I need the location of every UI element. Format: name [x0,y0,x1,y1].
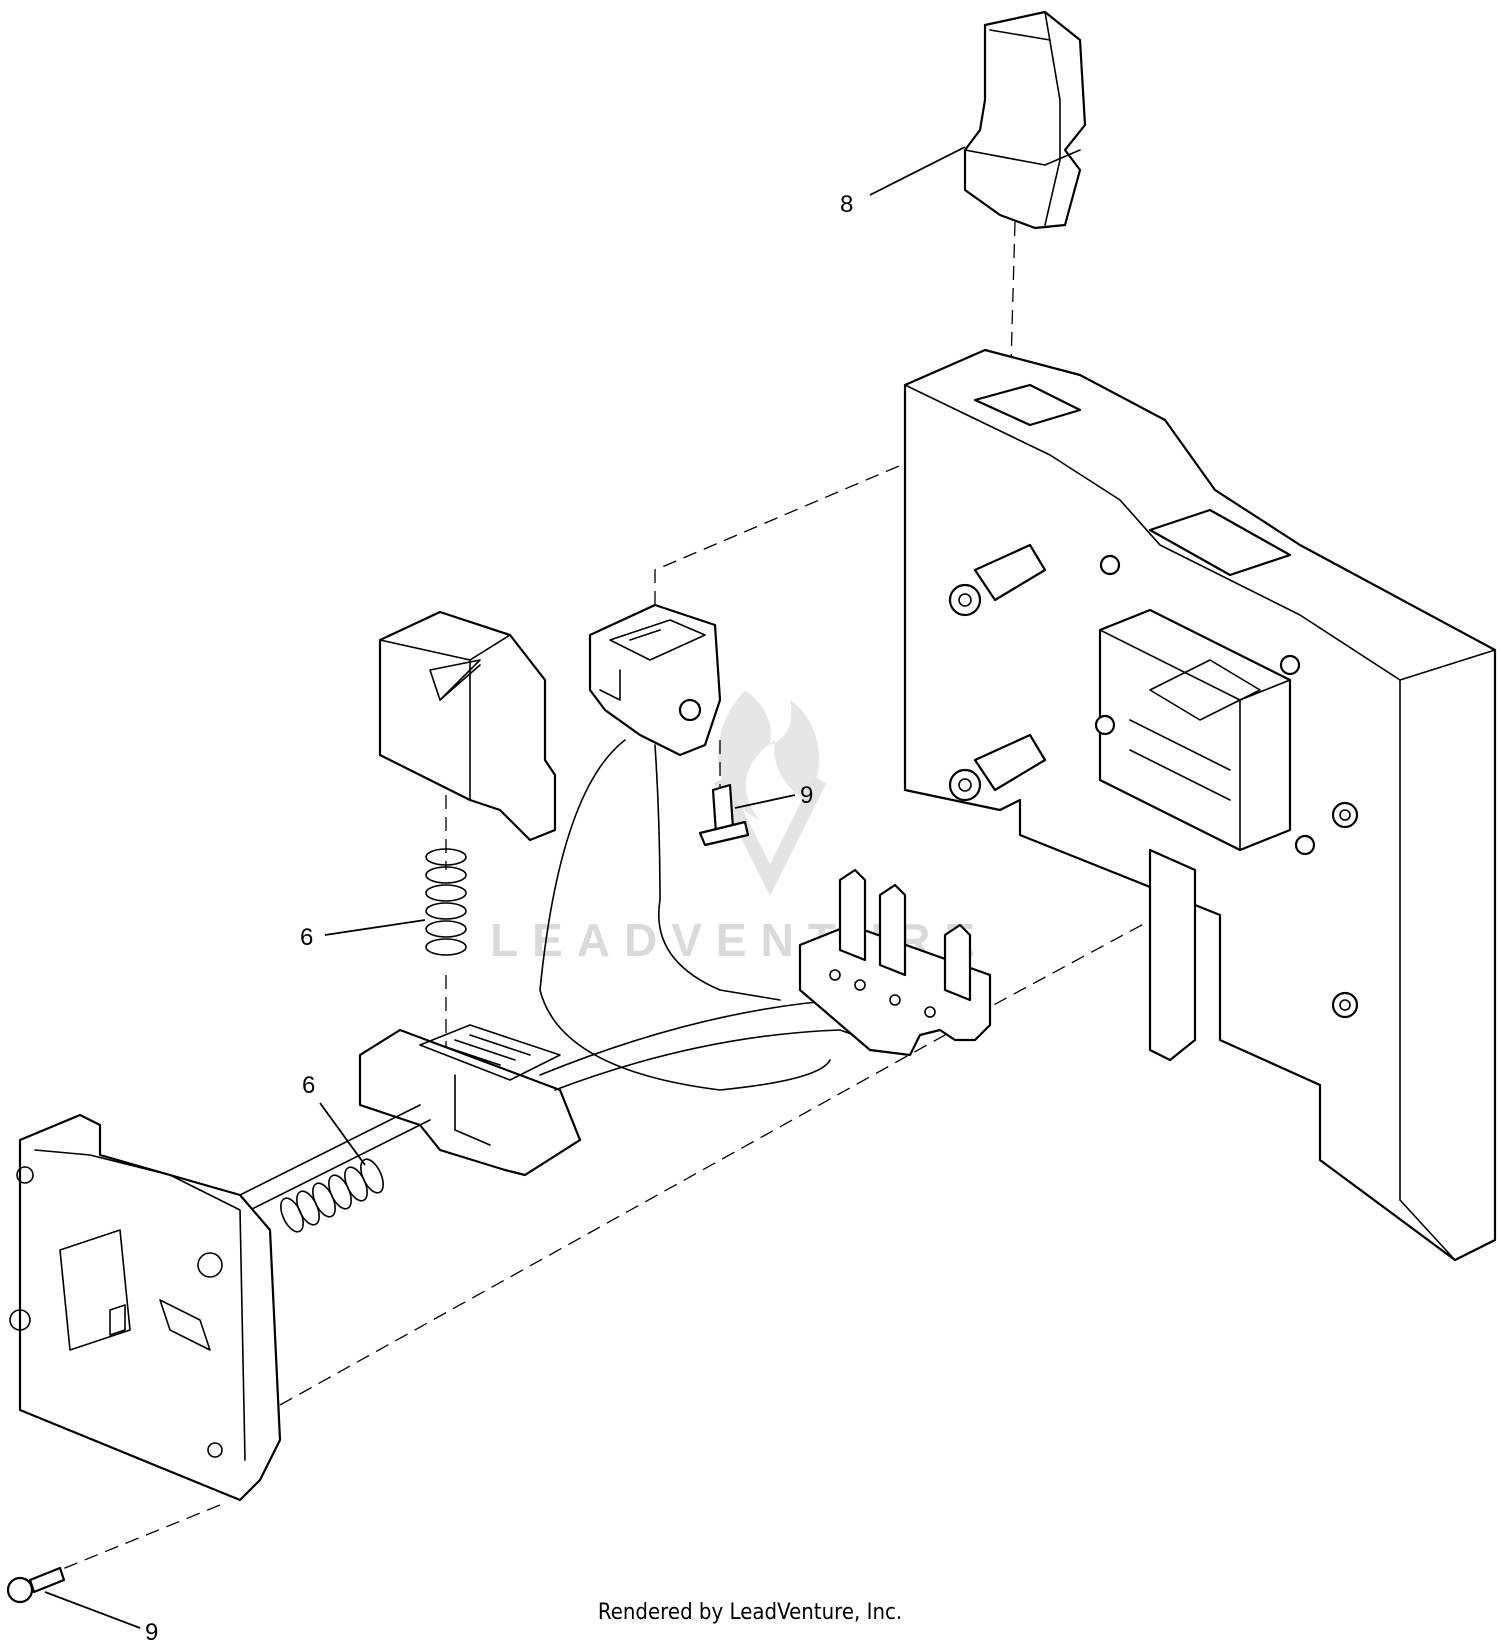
front-plate [9,1113,282,1502]
slider-carriage [239,999,911,1211]
callout-8: 8 [840,146,966,218]
switch-cover [378,610,557,842]
connector-block [539,603,831,1091]
main-housing [903,348,1497,1262]
screw-lower [6,1566,66,1604]
callout-6-upper: 6 [300,919,426,951]
render-credit: Rendered by LeadVenture, Inc. [597,1600,903,1625]
svg-text:6: 6 [300,924,313,951]
spring-lower [280,1158,384,1233]
svg-text:9: 9 [800,782,813,809]
top-knob [963,10,1087,230]
screw-upper [698,783,750,847]
svg-text:6: 6 [302,1072,315,1099]
terminal-block [798,868,992,1057]
callout-9-lower: 9 [44,1591,158,1646]
svg-text:9: 9 [145,1619,158,1646]
callout-6-lower: 6 [302,1072,366,1166]
svg-text:8: 8 [840,191,853,218]
callout-9-upper: 9 [734,782,813,809]
spring-upper [425,848,467,956]
